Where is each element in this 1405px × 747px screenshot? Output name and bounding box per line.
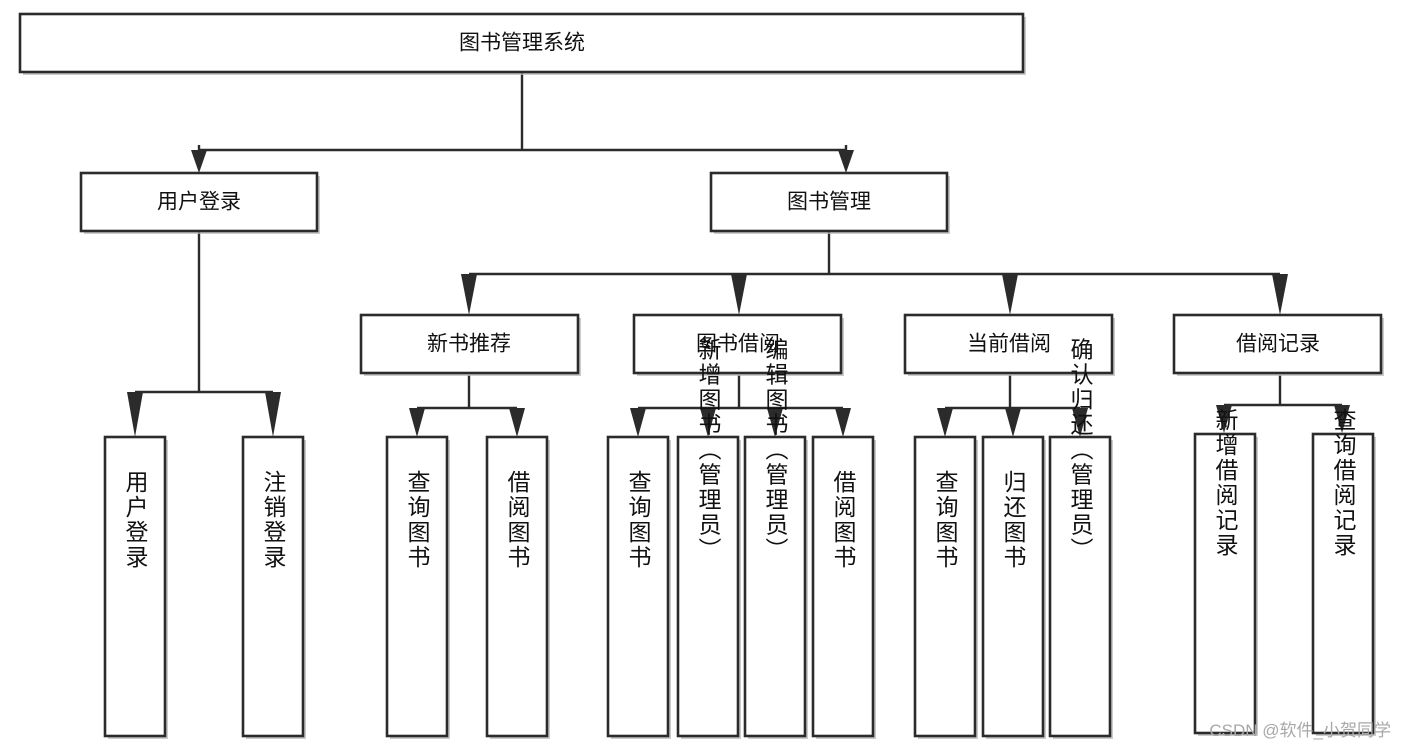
node-leaf-query-book-2-label: 查询图书 xyxy=(625,470,652,570)
node-user-login-box[interactable] xyxy=(79,171,319,233)
node-user-login-label: 用户登录 xyxy=(157,191,241,214)
node-leaf-query-book-2[interactable]: 查询图书 xyxy=(606,435,671,739)
node-leaf-query-book-2-box[interactable] xyxy=(606,435,670,738)
csdn-watermark: CSDN @软件_小贺同学 xyxy=(1209,721,1391,740)
node-leaf-user-login-label: 用户登录 xyxy=(122,470,149,570)
node-borrow-record-box[interactable] xyxy=(1172,313,1383,375)
node-book-management[interactable]: 图书管理 xyxy=(709,171,950,234)
node-leaf-query-book-1-box[interactable] xyxy=(385,435,449,738)
node-leaf-add-record-label: 新增借阅记录 xyxy=(1212,408,1239,558)
arrowhead-leaf-borrow-book-2 xyxy=(835,408,851,437)
arrowhead-leaf-add-book xyxy=(700,408,716,437)
node-leaf-edit-book[interactable]: 编辑图书（管理员） xyxy=(743,338,808,740)
arrowhead-leaf-query-book-3 xyxy=(937,408,953,437)
node-root-box[interactable] xyxy=(18,12,1025,74)
node-leaf-confirm-return[interactable]: 确认归还（管理员） xyxy=(1048,338,1113,740)
node-leaf-edit-book-box[interactable] xyxy=(743,435,807,738)
arrowhead-leaf-logout-login xyxy=(265,392,281,437)
arrowhead-leaf-borrow-book-1 xyxy=(509,408,525,437)
node-leaf-add-record-box[interactable] xyxy=(1193,432,1257,735)
node-leaf-borrow-book-1-label: 借阅图书 xyxy=(504,470,531,570)
node-leaf-return-book-box[interactable] xyxy=(981,435,1045,738)
node-leaf-return-book-label: 归还图书 xyxy=(1000,470,1027,570)
node-current-borrow-label: 当前借阅 xyxy=(967,333,1051,356)
node-user-login[interactable]: 用户登录 xyxy=(79,171,320,234)
node-leaf-borrow-book-1-box[interactable] xyxy=(485,435,549,738)
arrowhead-new-book-recommend xyxy=(461,274,477,315)
node-leaf-logout-login[interactable]: 注销登录 xyxy=(241,435,306,739)
node-leaf-borrow-book-2-box[interactable] xyxy=(811,435,875,738)
node-book-management-box[interactable] xyxy=(709,171,949,233)
arrowhead-leaf-return-book xyxy=(1005,408,1021,437)
node-leaf-query-record[interactable]: 查询借阅记录 xyxy=(1311,408,1376,736)
connector-layer xyxy=(127,73,1350,437)
node-new-book-recommend[interactable]: 新书推荐 xyxy=(359,313,581,376)
node-current-borrow-box[interactable] xyxy=(903,313,1114,375)
arrowhead-book-management xyxy=(838,150,854,173)
node-leaf-add-record[interactable]: 新增借阅记录 xyxy=(1193,408,1258,736)
node-leaf-query-book-3[interactable]: 查询图书 xyxy=(913,435,978,739)
node-leaf-borrow-book-1[interactable]: 借阅图书 xyxy=(485,435,550,739)
node-leaf-query-book-3-box[interactable] xyxy=(913,435,977,738)
arrowhead-leaf-query-book-1 xyxy=(409,408,425,437)
node-leaf-logout-login-box[interactable] xyxy=(241,435,305,738)
node-leaf-user-login-box[interactable] xyxy=(103,435,167,738)
node-root-label: 图书管理系统 xyxy=(459,32,585,55)
arrowhead-leaf-query-book-2 xyxy=(630,408,646,437)
node-leaf-confirm-return-label: 确认归还（管理员） xyxy=(1067,338,1094,563)
node-root[interactable]: 图书管理系统 xyxy=(18,12,1026,75)
node-book-borrow[interactable]: 图书借阅 xyxy=(632,313,844,376)
node-book-borrow-label: 图书借阅 xyxy=(696,333,780,356)
node-leaf-return-book[interactable]: 归还图书 xyxy=(981,435,1046,739)
node-leaf-user-login[interactable]: 用户登录 xyxy=(103,435,168,739)
arrowhead-borrow-record xyxy=(1272,274,1288,315)
node-leaf-query-book-1[interactable]: 查询图书 xyxy=(385,435,450,739)
arrowhead-user-login xyxy=(191,150,207,173)
arrowhead-leaf-user-login xyxy=(127,392,143,437)
node-leaf-query-record-label: 查询借阅记录 xyxy=(1330,408,1357,558)
arrowhead-current-borrow xyxy=(1002,274,1018,315)
node-leaf-add-book[interactable]: 新增图书（管理员） xyxy=(676,338,741,740)
node-current-borrow[interactable]: 当前借阅 xyxy=(903,313,1115,376)
node-new-book-recommend-box[interactable] xyxy=(359,313,580,375)
node-leaf-borrow-book-2[interactable]: 借阅图书 xyxy=(811,435,876,739)
node-leaf-query-record-box[interactable] xyxy=(1311,432,1375,735)
node-new-book-recommend-label: 新书推荐 xyxy=(427,333,511,356)
node-book-management-label: 图书管理 xyxy=(787,191,871,214)
arrowhead-leaf-edit-book xyxy=(767,408,783,437)
node-borrow-record-label: 借阅记录 xyxy=(1236,333,1320,356)
arrowhead-leaf-add-record xyxy=(1216,405,1232,433)
node-leaf-confirm-return-box[interactable] xyxy=(1048,435,1112,738)
arrowhead-leaf-confirm-return xyxy=(1072,408,1088,437)
node-leaf-add-book-box[interactable] xyxy=(676,435,740,738)
node-leaf-query-book-1-label: 查询图书 xyxy=(404,470,431,570)
arrowhead-leaf-query-record xyxy=(1334,405,1350,433)
node-leaf-borrow-book-2-label: 借阅图书 xyxy=(830,470,857,570)
node-leaf-add-book-label: 新增图书（管理员） xyxy=(695,338,722,563)
node-leaf-edit-book-label: 编辑图书（管理员） xyxy=(762,338,789,563)
arrowhead-book-borrow xyxy=(731,274,747,315)
node-leaf-logout-login-label: 注销登录 xyxy=(260,470,287,570)
node-leaf-query-book-3-label: 查询图书 xyxy=(932,470,959,570)
node-book-borrow-box[interactable] xyxy=(632,313,843,375)
node-borrow-record[interactable]: 借阅记录 xyxy=(1172,313,1384,376)
